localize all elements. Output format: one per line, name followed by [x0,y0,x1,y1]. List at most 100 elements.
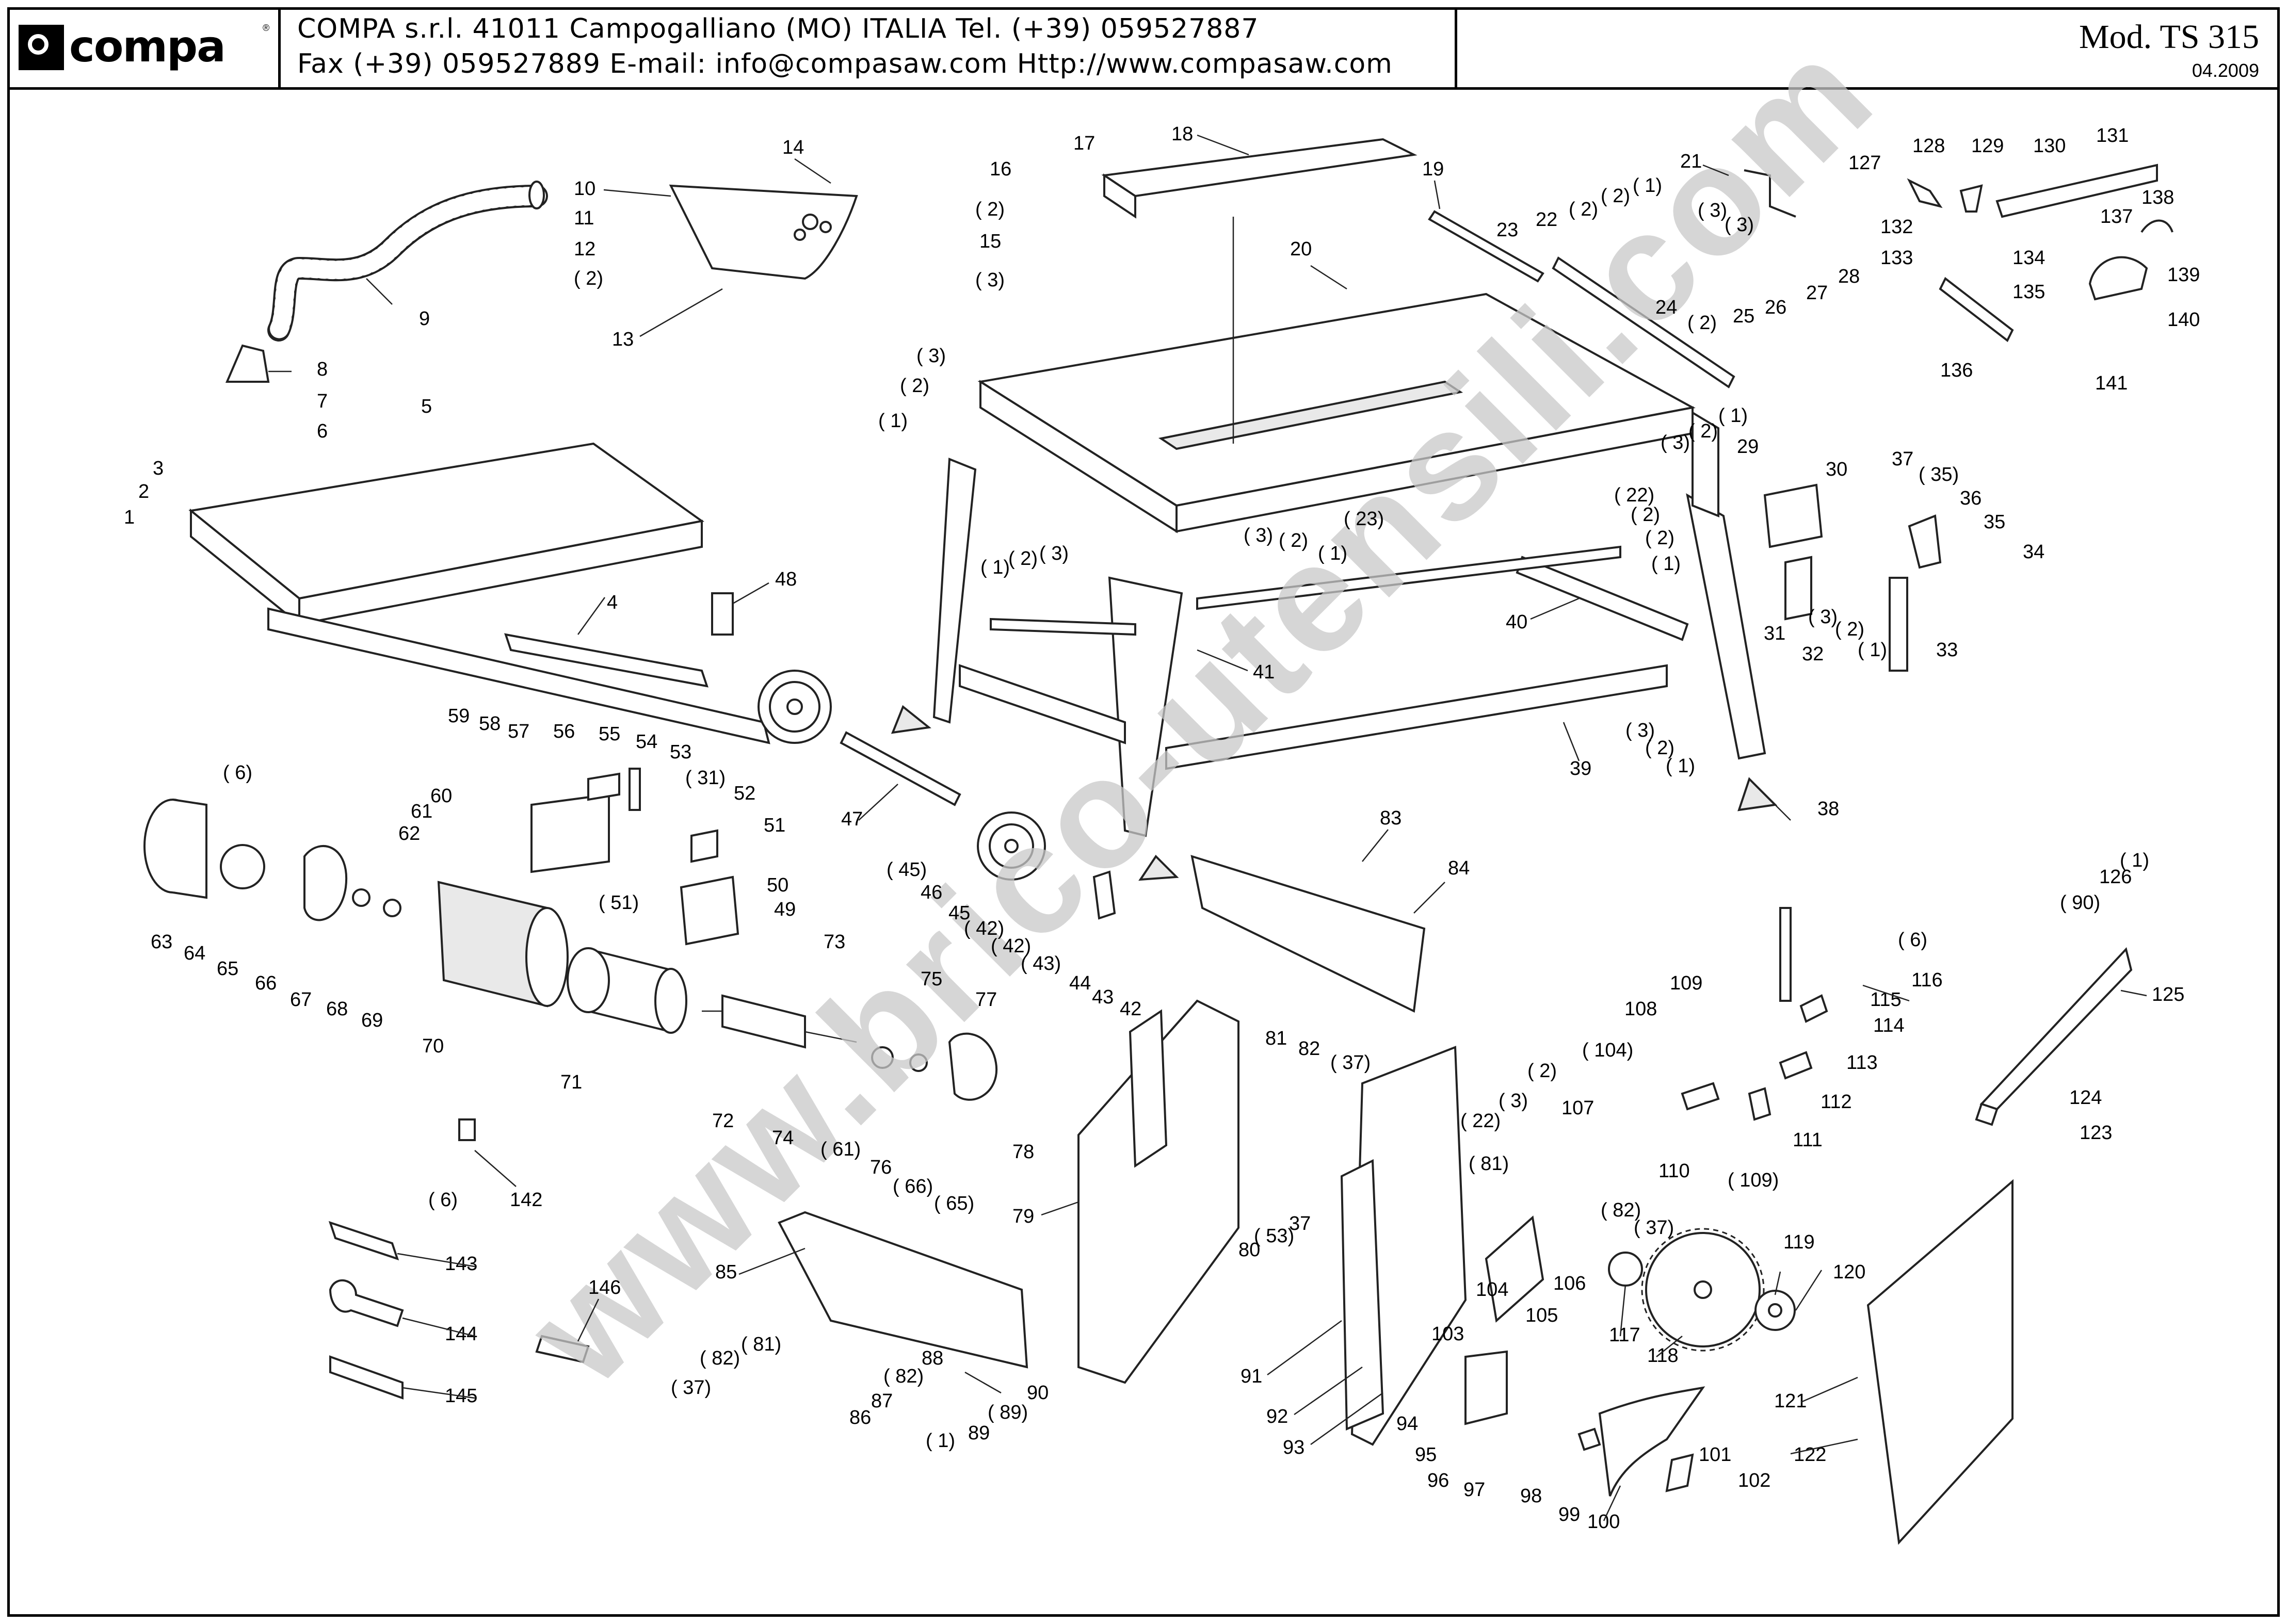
callout-103: 103 [1431,1323,1464,1345]
callout-2: ( 2) [574,268,603,289]
leg-rear-right [1686,493,1766,760]
callout-88: 88 [922,1347,943,1369]
callout-2g: ( 2) [900,375,929,397]
callout-3g: ( 3) [1244,525,1273,546]
callout-52: 52 [734,783,755,804]
callout-45a: ( 45) [887,859,927,881]
callout-84: 84 [1448,857,1470,879]
shaft-47 [840,731,961,806]
callout-76: 76 [870,1157,892,1178]
callout-129: 129 [1971,135,2004,157]
callout-31: 31 [1764,623,1785,644]
callout-23: 23 [1496,219,1518,241]
callout-79: 79 [1012,1206,1034,1227]
callout-30: 30 [1826,459,1847,480]
callout-51b: ( 51) [599,892,639,914]
callout-3: 3 [153,458,164,479]
callout-3j: ( 3) [1625,720,1655,741]
callout-2h: ( 2) [1688,420,1718,442]
callout-1i: ( 1) [1666,755,1695,777]
callout-2k: ( 2) [1279,530,1308,551]
callout-33: 33 [1936,639,1958,661]
dust-nozzle [225,344,270,383]
blade-guard [669,184,858,280]
flange-117 [1608,1252,1643,1287]
callout-11: 11 [574,207,594,229]
extension-rail [267,607,770,744]
callout-101: 101 [1699,1444,1731,1466]
leg-front-left [932,458,977,724]
callout-62: 62 [398,823,420,845]
motor-support-84 [1190,855,1426,1013]
callout-37b: ( 37) [671,1377,711,1399]
callout-3b: ( 3) [975,269,1005,291]
wrench-143 [328,1221,399,1261]
callout-50: 50 [767,874,788,896]
leader-lines [268,134,2147,1521]
callout-28: 28 [1838,266,1860,287]
callout-65: 65 [217,958,238,980]
leg-front-center [1108,576,1183,837]
callout-3h: ( 3) [1039,543,1069,564]
callout-93: 93 [1283,1437,1304,1458]
callout-29: 29 [1737,436,1759,458]
fan-64 [220,844,265,889]
callout-6: 6 [317,420,328,442]
callout-55: 55 [599,723,620,745]
callout-116: 116 [1911,969,1943,991]
callout-37: 37 [1892,448,1913,470]
callout-141: 141 [2095,372,2128,394]
callout-114: 114 [1873,1015,1905,1036]
callout-57: 57 [508,721,529,742]
callout-72: 72 [712,1110,734,1132]
callout-45b: 45 [948,902,970,924]
callout-12: 12 [574,238,595,260]
callout-81c: ( 81) [1469,1153,1509,1175]
callout-77: 77 [975,989,997,1011]
callout-140: 140 [2167,309,2200,331]
callout-126: 126 [2099,866,2132,888]
callout-127: 127 [1848,152,1881,174]
callout-54: 54 [636,731,657,753]
callout-6c: ( 6) [428,1189,458,1211]
callout-3f: ( 3) [1661,432,1690,453]
callout-43a: ( 43) [1021,953,1061,975]
callout-39: 39 [1570,758,1591,779]
callout-2f: ( 2) [1687,312,1717,334]
callout-2c: ( 2) [975,199,1005,220]
callout-61: 61 [411,801,432,822]
callout-124: 124 [2069,1087,2102,1109]
callout-90: 90 [1027,1382,1049,1404]
callout-121: 121 [1774,1390,1807,1412]
callout-4: 4 [607,592,618,613]
callout-6d: ( 6) [1898,929,1927,951]
callout-99: 99 [1558,1504,1580,1525]
callout-63: 63 [151,931,172,953]
callout-16: 16 [990,158,1011,180]
brace-41 [959,664,1126,744]
callout-115: 115 [1870,989,1902,1011]
callout-81a: ( 81) [741,1334,781,1355]
callout-123: 123 [2080,1122,2112,1144]
end-flange-77 [948,1032,998,1101]
miter-fence-130 [1995,164,2158,218]
company-address: COMPA s.r.l. 41011 Campogalliano (MO) IT… [281,7,1457,87]
wrench-145 [329,1355,404,1400]
callout-82: 82 [1298,1038,1320,1060]
panel-125 [1979,947,2133,1111]
callout-2j: ( 2) [1645,527,1674,549]
callout-2d: ( 2) [1569,199,1598,220]
callout-132: 132 [1880,216,1913,238]
callout-35: 35 [1984,511,2005,533]
callout-110: 110 [1658,1160,1690,1182]
callout-98: 98 [1520,1485,1542,1507]
callout-13: 13 [612,329,634,350]
callout-2n: ( 2) [1645,737,1674,759]
callout-38: 38 [1817,798,1839,820]
callout-37e: ( 37) [1634,1217,1674,1239]
callout-1d: ( 1) [1718,405,1748,427]
callout-125: 125 [2152,984,2184,1005]
callout-41: 41 [1253,661,1275,683]
foot-38 [1737,777,1778,811]
callout-134: 134 [2012,247,2045,269]
